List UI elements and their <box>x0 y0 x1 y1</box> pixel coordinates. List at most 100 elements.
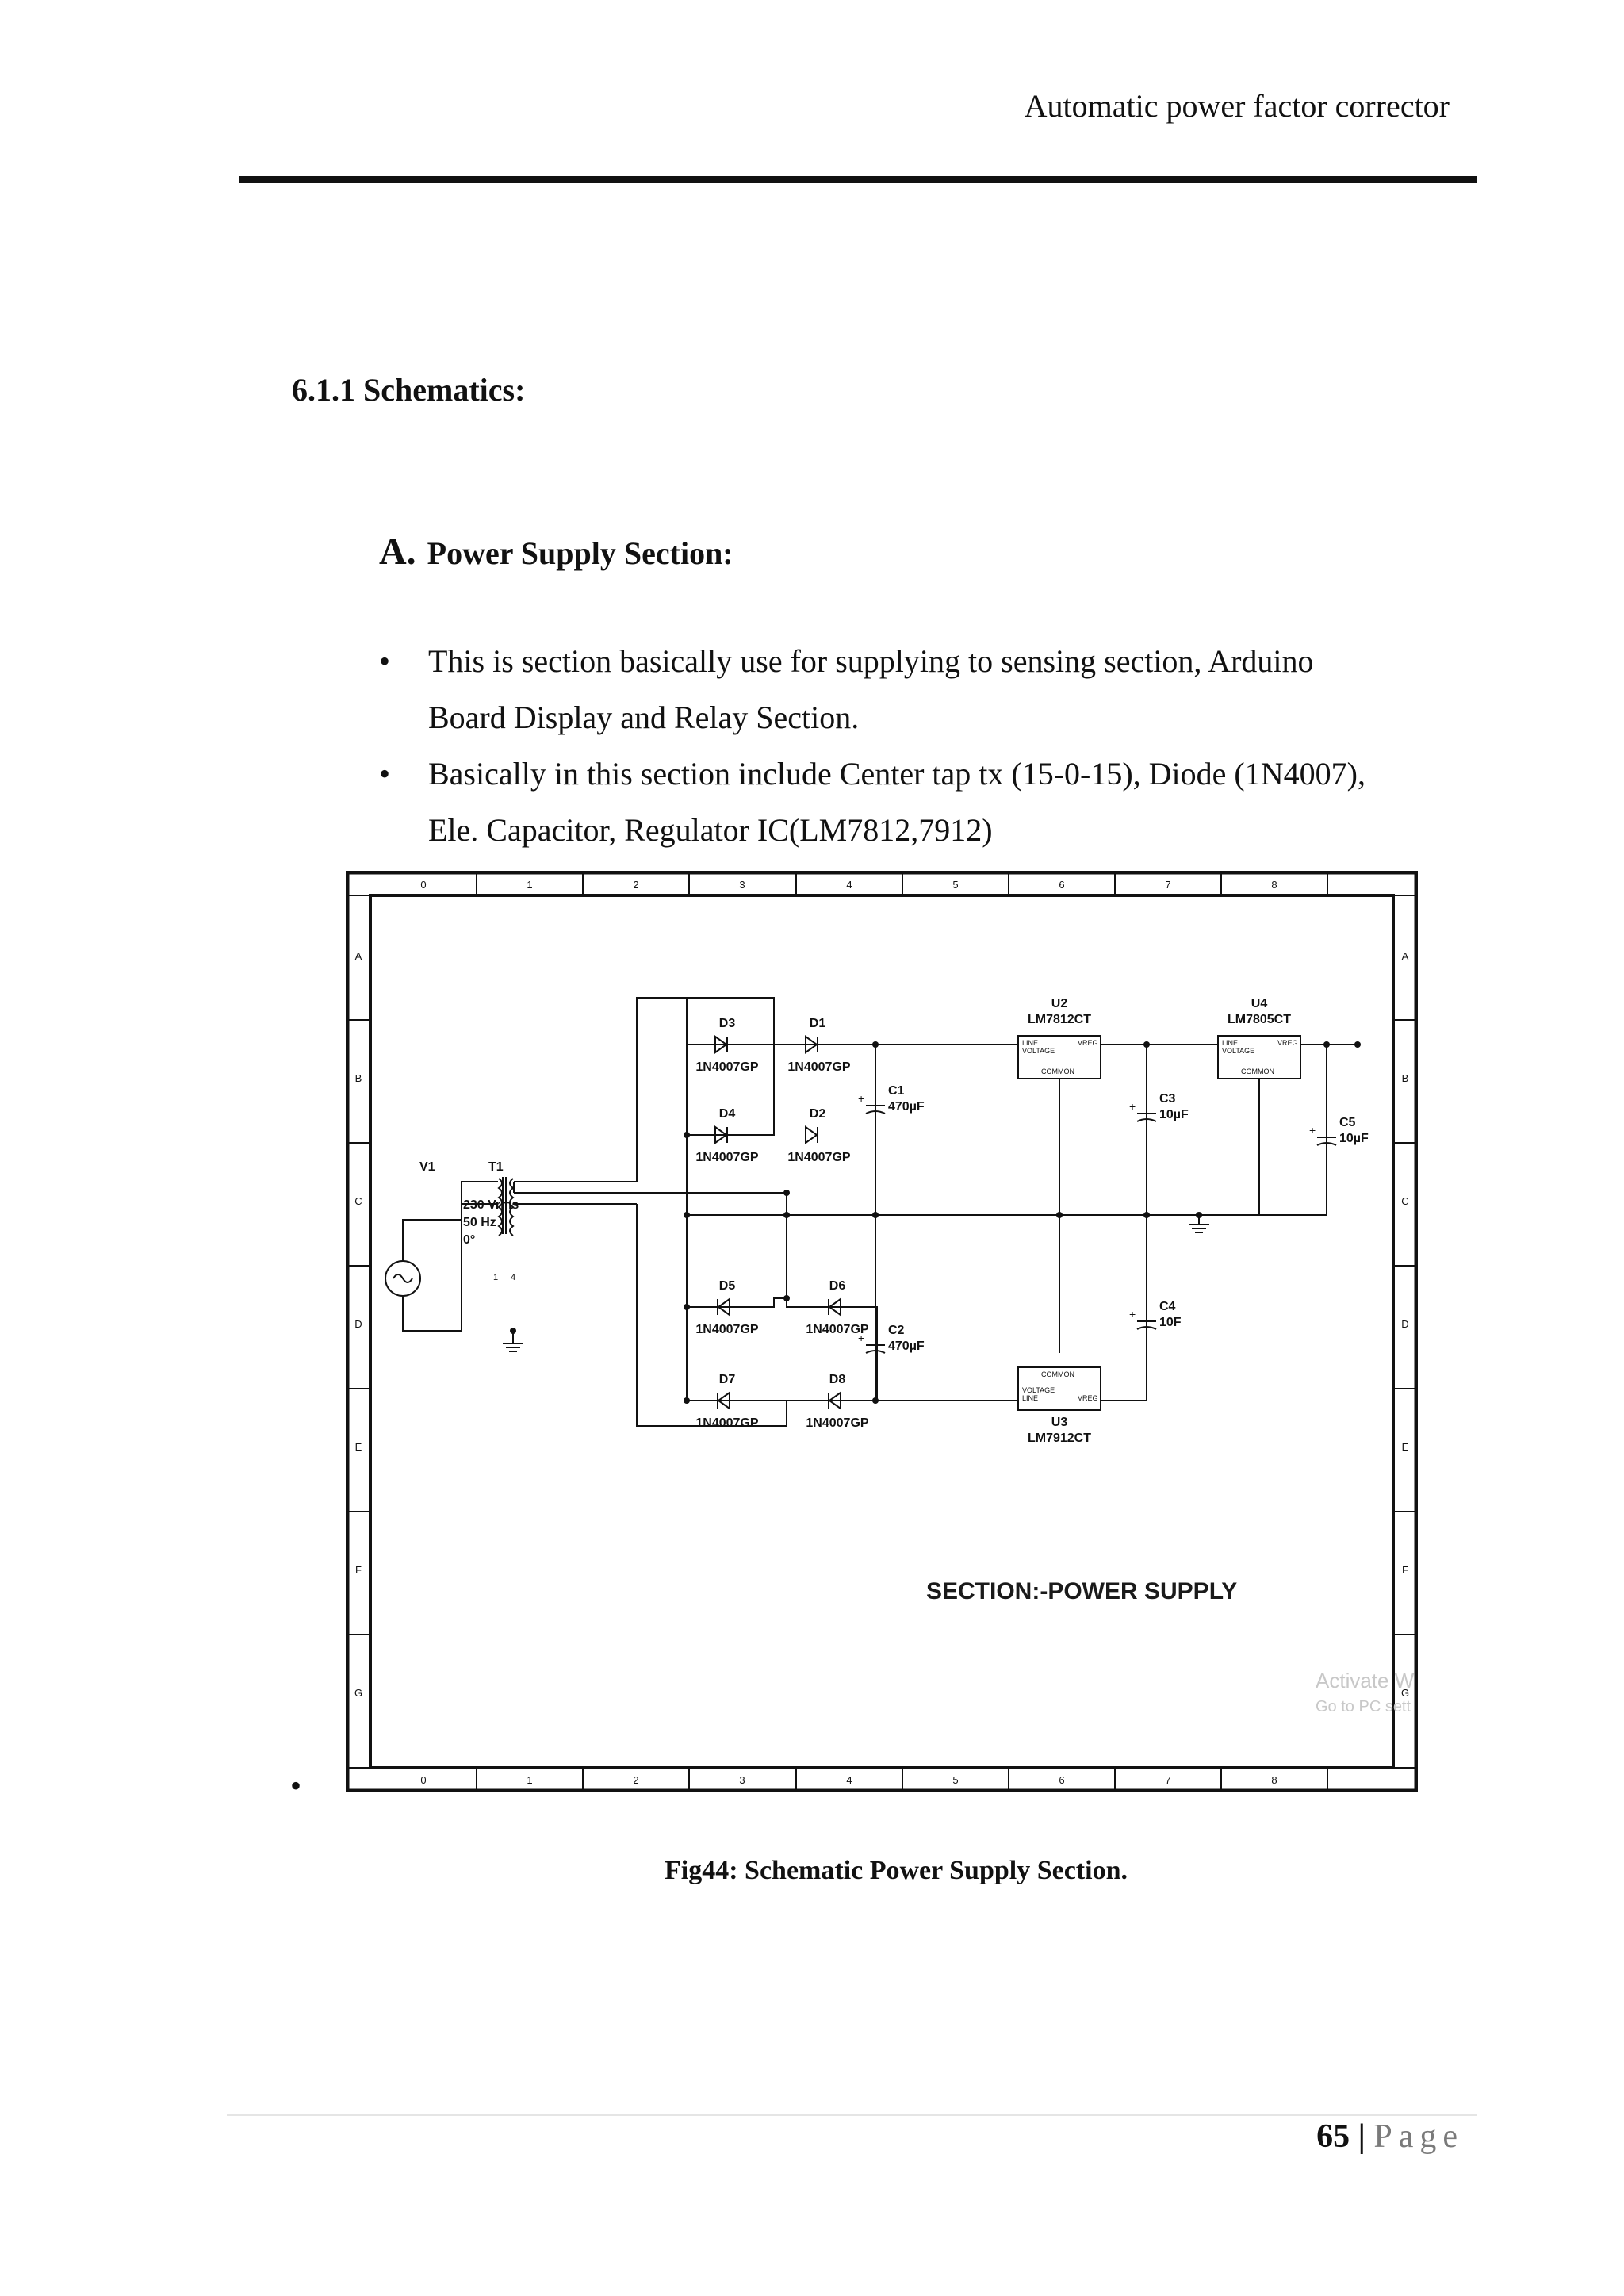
pin-label: COMMON <box>1041 1370 1074 1378</box>
col-label-top: 6 <box>1059 879 1064 891</box>
col-label-top: 1 <box>527 879 532 891</box>
capacitor-value: 10µF <box>1339 1132 1369 1145</box>
bullet-line: Board Display and Relay Section. <box>428 700 860 735</box>
pin-label: LINE <box>1022 1039 1038 1047</box>
row-label-left: F <box>355 1564 362 1576</box>
col-label-top: 7 <box>1165 879 1170 891</box>
col-label-top: 2 <box>633 879 638 891</box>
col-label-top: 4 <box>846 879 852 891</box>
col-label-top: 8 <box>1271 879 1277 891</box>
bullet-line: This is section basically use for supply… <box>428 643 1314 679</box>
capacitor-ref: C3 <box>1159 1092 1176 1106</box>
row-label-left: B <box>355 1072 362 1084</box>
regulator-ref: U4 <box>1251 997 1268 1010</box>
capacitor-icon: + <box>1309 1124 1337 1146</box>
capacitor-ref: C2 <box>888 1324 905 1337</box>
pin-label: VREG <box>1277 1039 1298 1047</box>
pin-label: COMMON <box>1041 1068 1074 1075</box>
ground-icon <box>1189 1224 1209 1233</box>
svg-text:+: + <box>1129 1308 1136 1320</box>
stray-bullet: • <box>290 1768 302 1803</box>
diode-icon <box>805 1035 818 1054</box>
row-label-right: F <box>1402 1564 1408 1576</box>
pin-label: VREG <box>1078 1394 1098 1402</box>
diode-part: 1N4007GP <box>806 1416 868 1430</box>
row-label-right: E <box>1402 1441 1409 1453</box>
col-label-bottom: 8 <box>1271 1774 1277 1786</box>
svg-text:+: + <box>1309 1124 1316 1137</box>
col-label-bottom: 6 <box>1059 1774 1064 1786</box>
diode-icon <box>714 1125 728 1144</box>
diode-ref: D2 <box>810 1107 826 1121</box>
pin-label: VOLTAGE <box>1022 1047 1055 1055</box>
diode-ref: D4 <box>719 1107 736 1121</box>
transformer-icon <box>497 1177 515 1236</box>
row-label-left: D <box>354 1318 362 1330</box>
source-frequency: 50 Hz <box>463 1216 496 1229</box>
col-label-bottom: 7 <box>1165 1774 1170 1786</box>
capacitor-value: 470µF <box>888 1100 925 1114</box>
row-label-right: G <box>1401 1687 1409 1699</box>
pin-label: COMMON <box>1241 1068 1274 1075</box>
ac-source-icon <box>385 1260 421 1297</box>
ground-icon <box>503 1331 523 1352</box>
capacitor-value: 10µF <box>1159 1108 1189 1121</box>
page-footer: 65 | Page <box>1316 2118 1464 2156</box>
pin-label: VOLTAGE <box>1022 1386 1055 1394</box>
regulator-u2: LINE VOLTAGE VREG COMMON <box>1017 1035 1101 1079</box>
capacitor-value: 10F <box>1159 1316 1182 1329</box>
col-label-bottom: 3 <box>739 1774 745 1786</box>
footer-rule <box>227 2114 1477 2116</box>
diode-icon <box>714 1035 728 1054</box>
pin-label: LINE <box>1222 1039 1238 1047</box>
figure-caption: Fig44: Schematic Power Supply Section. <box>665 1856 1128 1885</box>
diode-part: 1N4007GP <box>695 1323 758 1336</box>
diode-part: 1N4007GP <box>787 1060 850 1074</box>
subsection-title: Power Supply Section: <box>427 535 733 571</box>
diode-ref: D6 <box>829 1279 846 1293</box>
capacitor-icon: + <box>1129 1100 1157 1122</box>
transformer-pin: 1 <box>493 1273 498 1282</box>
capacitor-icon: + <box>858 1092 886 1114</box>
running-header: Automatic power factor corrector <box>1024 88 1450 124</box>
bullet-line: Basically in this section include Center… <box>428 756 1365 792</box>
row-label-right: D <box>1401 1318 1408 1330</box>
pin-label: VOLTAGE <box>1222 1047 1254 1055</box>
col-label-bottom: 5 <box>952 1774 958 1786</box>
section-heading: 6.1.1 Schematics: <box>292 372 526 408</box>
pin-label: VREG <box>1078 1039 1098 1047</box>
source-voltage: 230 Vrms <box>463 1198 519 1212</box>
capacitor-value: 470µF <box>888 1340 925 1353</box>
capacitor-ref: C1 <box>888 1084 905 1098</box>
frame-column-ticks <box>476 872 1328 1791</box>
svg-text:+: + <box>858 1332 864 1344</box>
diode-ref: D1 <box>810 1017 826 1030</box>
source-ref: V1 <box>419 1160 435 1174</box>
col-label-bottom: 0 <box>420 1774 426 1786</box>
regulator-ref: U2 <box>1051 997 1068 1010</box>
regulator-u3: COMMON VOLTAGE LINE VREG <box>1017 1366 1101 1411</box>
diode-icon <box>828 1391 841 1410</box>
col-label-top: 0 <box>420 879 426 891</box>
row-label-right: A <box>1402 950 1409 962</box>
capacitor-icon: + <box>858 1332 886 1354</box>
diode-icon <box>717 1297 730 1317</box>
regulator-part: LM7812CT <box>1028 1013 1091 1026</box>
frame-row-ticks <box>347 1019 1416 1635</box>
bullet-dot: • <box>379 643 391 679</box>
diode-icon <box>717 1391 730 1410</box>
diode-part: 1N4007GP <box>695 1060 758 1074</box>
diode-ref: D3 <box>719 1017 736 1030</box>
junction-dots <box>510 1041 1361 1404</box>
diode-icon <box>805 1125 818 1144</box>
row-label-left: E <box>355 1441 362 1453</box>
col-label-top: 5 <box>952 879 958 891</box>
diode-ref: D5 <box>719 1279 736 1293</box>
pin-label: LINE <box>1022 1394 1038 1402</box>
row-label-left: A <box>355 950 362 962</box>
circuit-wires <box>402 997 1327 1427</box>
bullet-item: • Basically in this section include Cent… <box>379 746 1434 858</box>
footer-separator: | <box>1358 2118 1365 2155</box>
regulator-u4: LINE VOLTAGE VREG COMMON <box>1217 1035 1301 1079</box>
bullet-list: • This is section basically use for supp… <box>379 633 1434 858</box>
